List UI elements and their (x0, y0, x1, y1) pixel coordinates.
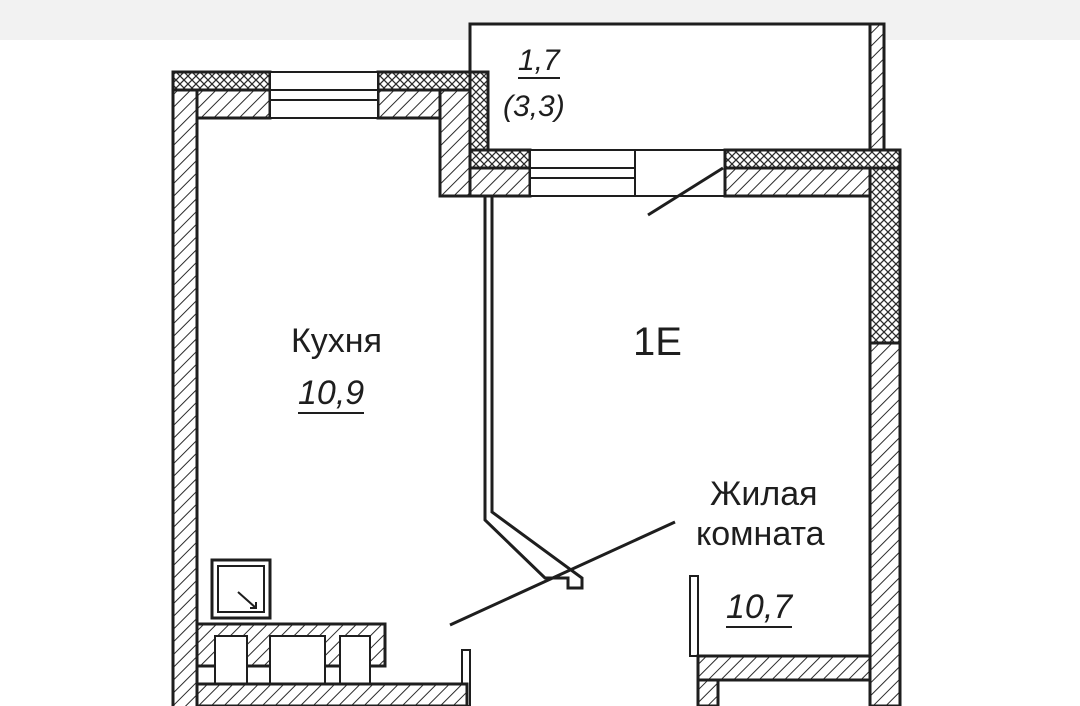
plan-code: 1E (633, 320, 682, 364)
balcony-area: 1,7 (518, 44, 560, 79)
partition-wall (483, 196, 584, 590)
living-room-top-wall (723, 148, 902, 198)
living-room-label-line1: Жилая (710, 475, 818, 513)
kitchen-label: Кухня (291, 322, 382, 360)
living-room-area: 10,7 (726, 588, 793, 628)
opening-line (449, 520, 676, 627)
left-wall (171, 88, 199, 706)
bottom-left-block (195, 622, 469, 706)
living-room-label-line2: комната (696, 515, 825, 553)
vent-shaft (210, 558, 272, 620)
balcony-area-alt: (3,3) (503, 90, 565, 123)
living-room-bottom-wall (689, 575, 872, 706)
balcony (468, 22, 886, 156)
door-stub (461, 649, 471, 706)
right-wall (868, 166, 902, 706)
kitchen-area: 10,9 (298, 374, 365, 414)
kitchen-window (269, 71, 379, 119)
balcony-door (529, 149, 726, 217)
